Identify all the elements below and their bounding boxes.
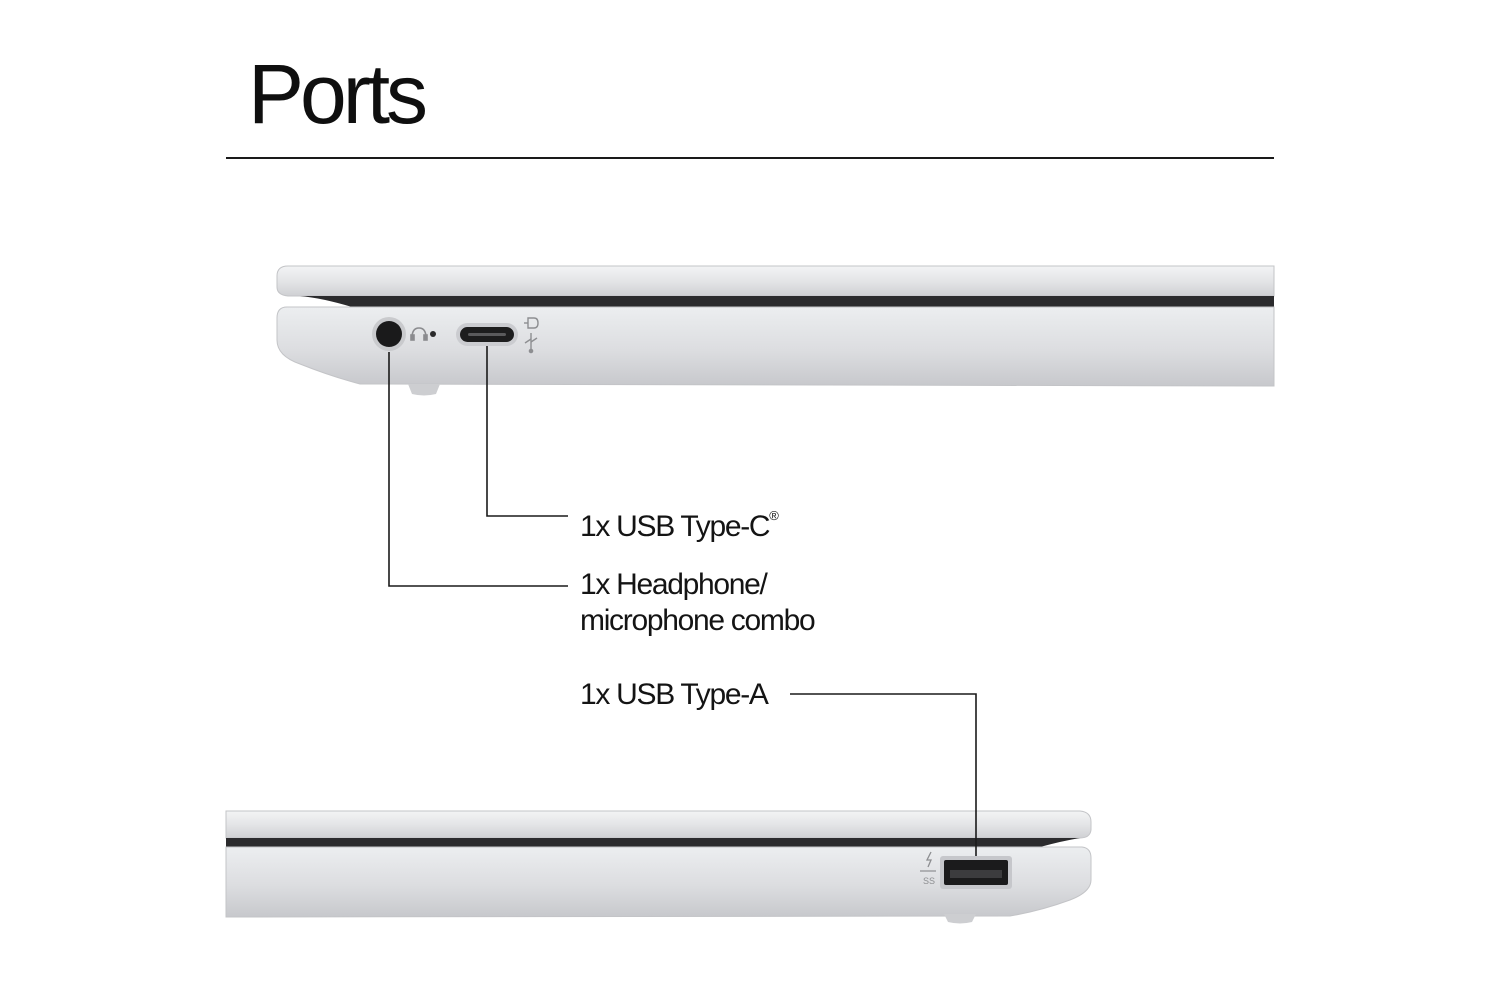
audio-callout-line (388, 352, 568, 587)
lid-gap (300, 296, 1274, 307)
laptop-lid (225, 810, 1092, 839)
callout-lines (388, 346, 977, 856)
usb-c-callout-line (486, 346, 568, 517)
laptop-lid (276, 265, 1275, 297)
laptop-foot (408, 384, 440, 396)
page-title: Ports (248, 47, 428, 141)
laptop-foot (944, 914, 976, 924)
laptop-left-side (276, 265, 1275, 396)
usb-icon (524, 333, 538, 354)
laptop-base (276, 306, 1275, 387)
usb-a-label: 1x USB Type-A (580, 678, 769, 711)
superspeed-usb-label: SS (923, 876, 935, 886)
status-led (430, 331, 436, 337)
lid-gap (226, 838, 1080, 847)
superspeed-usb-icon: SS (920, 870, 936, 886)
usb-c-label: 1x USB Type-C® (580, 498, 779, 545)
audio-jack-port (376, 321, 402, 347)
laptop-right-side: SS (225, 810, 1092, 924)
headphone-icon (410, 327, 428, 341)
audio-label-line2: microphone combo (580, 604, 816, 637)
displayport-icon (524, 317, 539, 329)
usb-a-callout-line (790, 693, 977, 856)
title-divider (226, 157, 1274, 159)
registered-mark: ® (769, 508, 779, 523)
laptop-base (225, 846, 1092, 918)
audio-label-line1: 1x Headphone/ (580, 568, 768, 601)
charging-bolt-icon (925, 851, 932, 868)
usb-c-label-text: 1x USB Type-C (580, 510, 771, 543)
